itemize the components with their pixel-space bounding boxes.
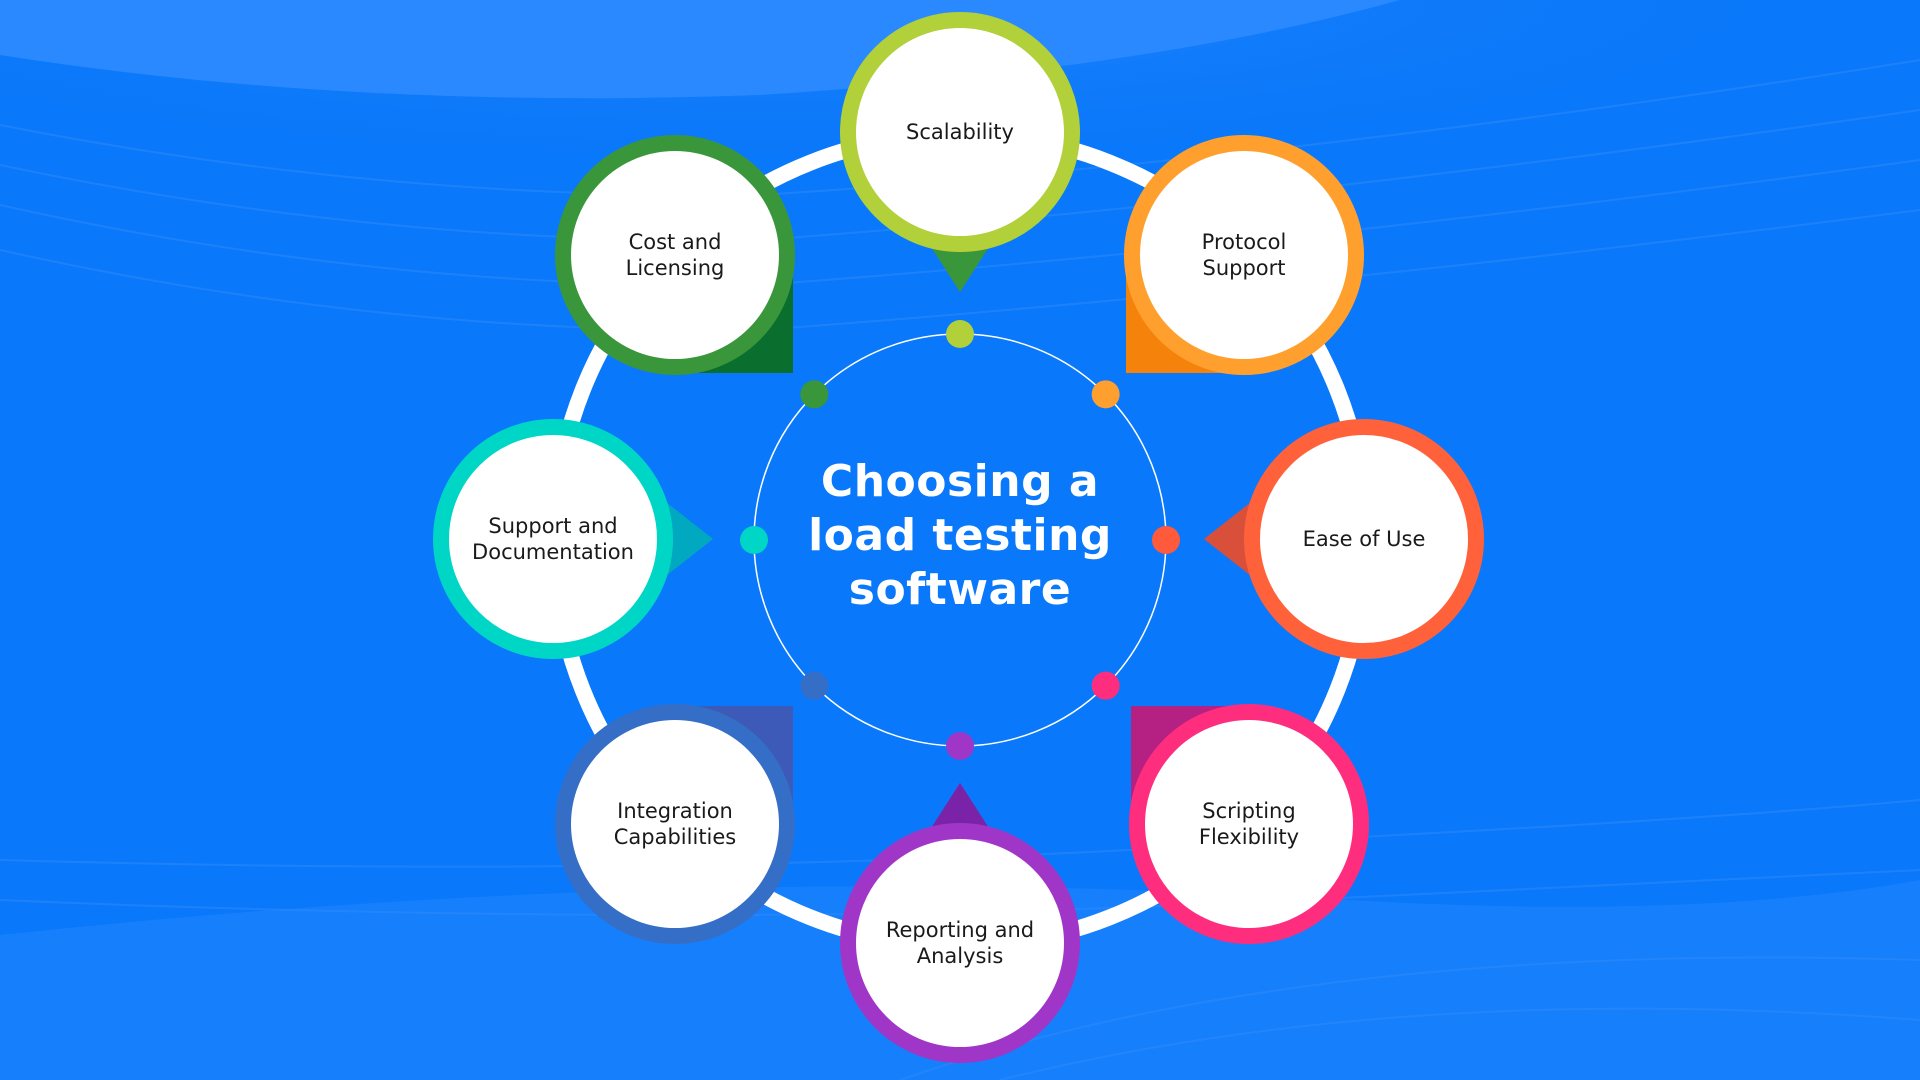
- protocol-support-node: [1124, 135, 1364, 375]
- ease-of-use-label-line: Ease of Use: [1302, 527, 1426, 551]
- background-top-wave: [0, 0, 1400, 99]
- integration-capabilities-label-line: Capabilities: [613, 825, 737, 849]
- reporting-and-analysis-dot: [946, 732, 974, 760]
- support-and-documentation-dot: [740, 526, 768, 554]
- protocol-support-label-line: Support: [1202, 256, 1286, 280]
- protocol-support-dot: [1091, 380, 1120, 409]
- protocol-support-label-line: Protocol: [1201, 230, 1287, 254]
- scripting-flexibility-node: [1129, 704, 1369, 944]
- title-line-2: load testing: [808, 510, 1112, 561]
- title-line-1: Choosing a: [820, 456, 1100, 507]
- reporting-and-analysis-node: [840, 823, 1080, 1063]
- integration-capabilities-node: [555, 704, 795, 944]
- scalability-dot: [946, 320, 974, 348]
- scripting-flexibility-dot: [1091, 671, 1120, 700]
- reporting-and-analysis-label-line: Analysis: [916, 944, 1004, 968]
- integration-capabilities-dot: [800, 671, 829, 700]
- scalability-node: [840, 12, 1080, 252]
- node-circles: [433, 12, 1484, 1063]
- scalability-label: Scalability: [860, 119, 1060, 145]
- ease-of-use-dot: [1152, 526, 1180, 554]
- scalability-label-line: Scalability: [906, 120, 1014, 144]
- ease-of-use-label: Ease of Use: [1264, 526, 1464, 552]
- ease-of-use-node: [1244, 419, 1484, 659]
- inner-dots: [740, 320, 1180, 760]
- cost-and-licensing-label-line: Licensing: [625, 256, 725, 280]
- scripting-flexibility-label-line: Scripting: [1202, 799, 1296, 823]
- integration-capabilities-label-line: Integration: [617, 799, 733, 823]
- title-line-3: software: [848, 564, 1072, 615]
- center-title: Choosing a load testing software: [760, 455, 1160, 617]
- cost-and-licensing-dot: [800, 380, 829, 409]
- reporting-and-analysis-label-line: Reporting and: [885, 918, 1035, 942]
- scripting-flexibility-label-line: Flexibility: [1198, 825, 1300, 849]
- support-and-documentation-label-line: Documentation: [472, 540, 634, 564]
- support-and-documentation-node: [433, 419, 673, 659]
- cost-and-licensing-node: [555, 135, 795, 375]
- cost-and-licensing-label-line: Cost and: [628, 230, 722, 254]
- support-and-documentation-label-line: Support and: [488, 514, 618, 538]
